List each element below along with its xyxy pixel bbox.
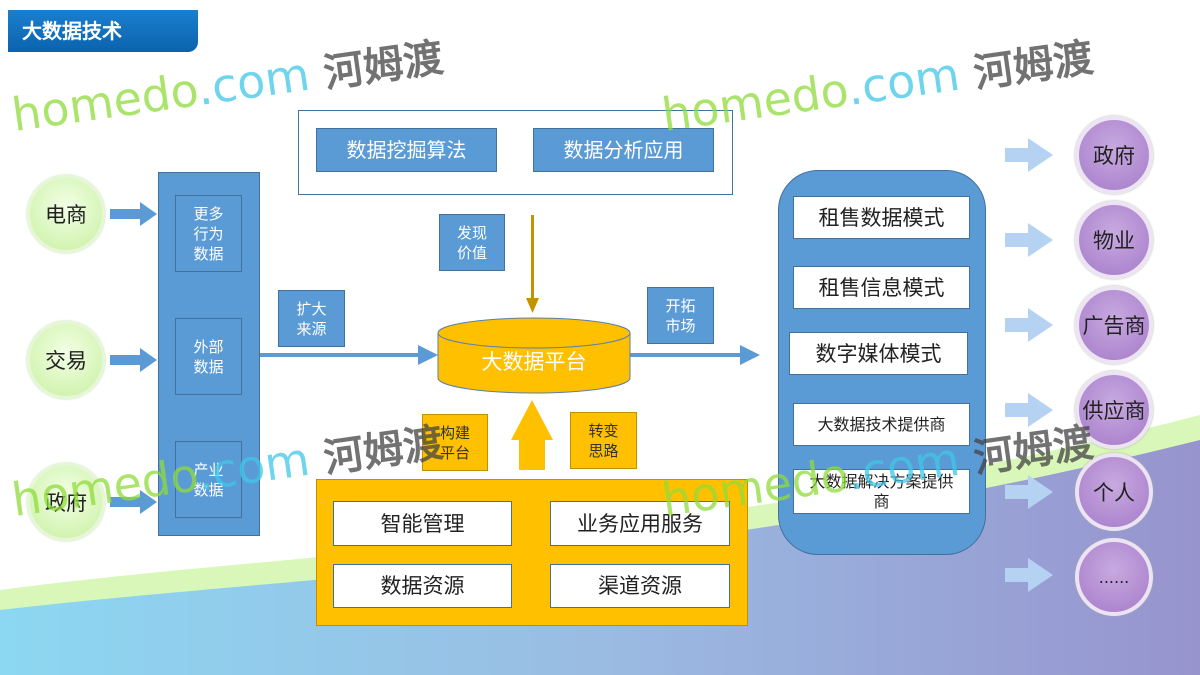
arrow-right-icon (1005, 393, 1053, 427)
model-item: 租售数据模式 (793, 196, 970, 239)
arrow-up-icon (511, 400, 553, 470)
customer-supplier: 供应商 (1075, 371, 1153, 449)
arrow-right-icon (740, 345, 760, 365)
customer-more: ...... (1075, 538, 1153, 616)
expand-source-label: 扩大 来源 (278, 290, 345, 347)
slide-title: 大数据技术 (8, 10, 198, 52)
arrow-down-icon (526, 298, 539, 313)
source-ecommerce: 电商 (27, 175, 105, 253)
model-item: 数字媒体模式 (789, 332, 968, 375)
data-mining-box: 数据挖掘算法 (316, 128, 497, 172)
build-platform-label: 构建 平台 (422, 414, 488, 471)
change-thinking-label: 转变 思路 (570, 412, 637, 469)
industry-data-box: 产业 数据 (175, 441, 242, 518)
arrow-right-icon (110, 202, 157, 226)
arrow-right-icon (418, 345, 438, 365)
big-data-platform-label: 大数据平台 (481, 350, 587, 374)
customer-property: 物业 (1075, 201, 1153, 279)
arrow-right-icon (1005, 308, 1053, 342)
discover-value-label: 发现 价值 (439, 214, 505, 271)
arrow-right-icon (1005, 475, 1053, 509)
data-resource-box: 数据资源 (333, 564, 512, 608)
model-item: 租售信息模式 (793, 266, 970, 309)
source-transaction: 交易 (27, 321, 105, 399)
customer-individual: 个人 (1075, 453, 1153, 531)
arrow-right-icon (1005, 138, 1053, 172)
arrow-right-icon (110, 348, 157, 372)
arrow-right-icon (110, 490, 157, 514)
customer-government: 政府 (1075, 116, 1153, 194)
channel-resource-box: 渠道资源 (550, 564, 730, 608)
smart-management-box: 智能管理 (333, 501, 512, 546)
customer-advertiser: 广告商 (1075, 286, 1153, 364)
external-data-box: 外部 数据 (175, 318, 242, 395)
model-item: 大数据解决方案提供商 (793, 469, 970, 514)
data-analysis-box: 数据分析应用 (533, 128, 714, 172)
open-market-label: 开拓 市场 (647, 287, 714, 344)
arrow-right-icon (1005, 558, 1053, 592)
model-item: 大数据技术提供商 (793, 403, 970, 446)
arrow-right-icon (1005, 223, 1053, 257)
behavior-data-box: 更多 行为 数据 (175, 195, 242, 272)
source-government: 政府 (27, 463, 105, 541)
business-service-box: 业务应用服务 (550, 501, 730, 546)
